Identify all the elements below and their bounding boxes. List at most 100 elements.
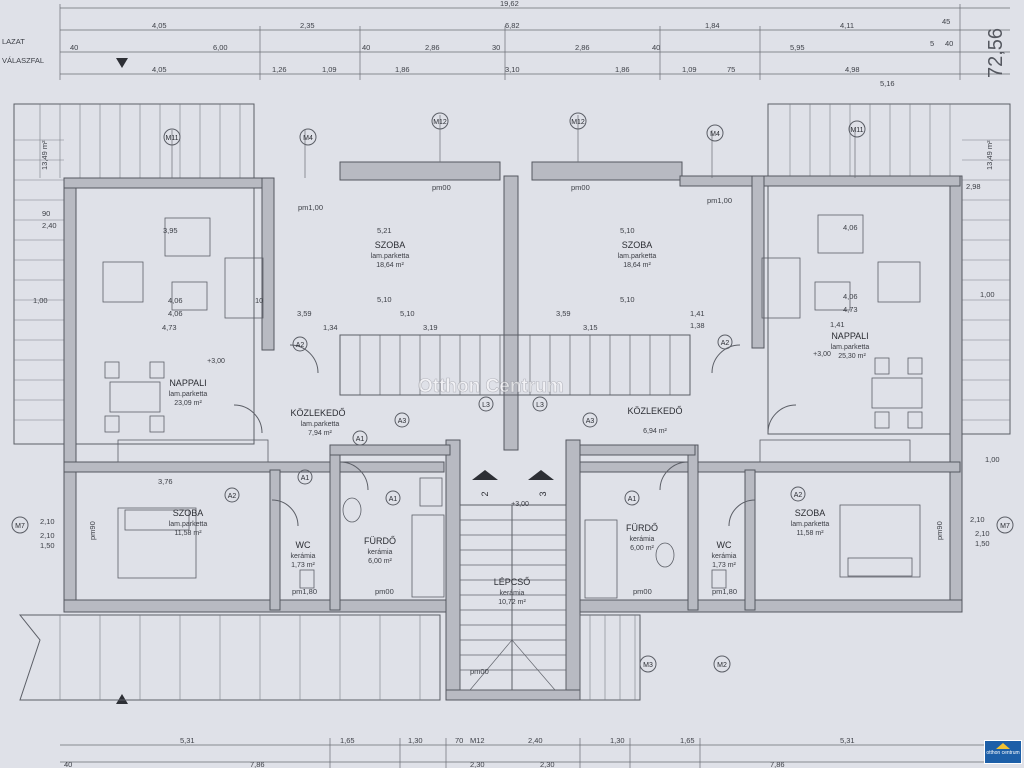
dim-text: 2,40 xyxy=(528,736,543,745)
dim-text: 4,06 xyxy=(843,223,858,232)
stair-mark: 2 xyxy=(480,491,490,496)
window-tag: M4 xyxy=(303,135,313,142)
parapet-label: pm1,00 xyxy=(707,196,732,205)
room-wc-left: WC kerámia 1,73 m² xyxy=(291,540,316,569)
dim-text: 1,00 xyxy=(980,290,995,299)
dim-right-top: 5,16 xyxy=(880,79,895,88)
room-area: 1,73 m² xyxy=(712,562,736,569)
door-tag: L3 xyxy=(482,402,490,409)
room-szoba-left: SZOBA lam.parketta 18,64 m² xyxy=(371,240,410,269)
room-floor: lam.parketta xyxy=(618,253,657,260)
dim-text: 5,10 xyxy=(400,309,415,318)
room-name: FÜRDŐ xyxy=(364,536,396,546)
furniture-right xyxy=(759,214,923,578)
parapet-label: pm90 xyxy=(88,521,97,540)
room-nappali-right: NAPPALI lam.parketta 25,30 m² xyxy=(831,331,870,360)
room-name: FÜRDŐ xyxy=(626,523,658,533)
dim-text: 1,00 xyxy=(33,296,48,305)
label-lazat: LAZAT xyxy=(2,37,25,46)
stair-arrow xyxy=(528,470,554,480)
dim-text: 2,98 xyxy=(966,182,981,191)
room-floor: kerámia xyxy=(712,553,737,560)
door-tag: A2 xyxy=(721,340,730,347)
dim-text: 1,30 xyxy=(408,736,423,745)
parapet-label: pm1,80 xyxy=(292,587,317,596)
room-name: SZOBA xyxy=(795,508,826,518)
dim-text: 3,95 xyxy=(163,226,178,235)
dim-text: 1,09 xyxy=(682,65,697,74)
door-tag: A1 xyxy=(301,475,310,482)
dim-text: 5,21 xyxy=(377,226,392,235)
dim-text: 2,10 xyxy=(40,531,55,540)
dim-text: 4,06 xyxy=(168,309,183,318)
dim-text: 1,41 xyxy=(830,320,845,329)
dim-text: 2,40 xyxy=(42,221,57,230)
label-valaszfal: VÁLASZFAL xyxy=(2,56,44,65)
parapet-label: pm90 xyxy=(935,521,944,540)
dim-text: 4,05 xyxy=(152,21,167,30)
dim-text: 4,05 xyxy=(152,65,167,74)
dim-text: 2,10 xyxy=(975,529,990,538)
watermark-text: Otthon Centrum xyxy=(418,376,564,397)
dim-text: 40 xyxy=(945,39,953,48)
door-tag: A1 xyxy=(389,496,398,503)
inner-dimensions: 3,95 4,06 4,06 4,73 5,21 5,10 5,10 5,10 … xyxy=(33,140,1000,550)
dim-text: 4,73 xyxy=(843,305,858,314)
room-name: NAPPALI xyxy=(831,331,868,341)
room-floor: kerámia xyxy=(500,590,525,597)
section-marker-a-bottom xyxy=(116,694,128,704)
dim-text: 1,09 xyxy=(322,65,337,74)
parapet-label: pm00 xyxy=(571,183,590,192)
room-name: SZOBA xyxy=(173,508,204,518)
door-tag: A1 xyxy=(628,496,637,503)
door-tag: A3 xyxy=(398,418,407,425)
dim-text: 1,86 xyxy=(615,65,630,74)
room-name: KÖZLEKEDŐ xyxy=(627,406,682,416)
room-area: 23,09 m² xyxy=(174,400,202,407)
dim-text: 13,49 m² xyxy=(985,140,994,170)
room-name: WC xyxy=(296,540,311,550)
dim-overall-top: 19,62 xyxy=(500,0,519,8)
room-name: LÉPCSŐ xyxy=(494,577,531,587)
dim-text: 2,30 xyxy=(540,760,555,768)
room-floor: kerámia xyxy=(630,536,655,543)
door-tag: A3 xyxy=(586,418,595,425)
total-area-value: 72,56 xyxy=(985,28,1007,78)
dim-text: 4,11 xyxy=(840,21,854,30)
room-area: 18,64 m² xyxy=(376,262,404,269)
room-furdo-left: FÜRDŐ kerámia 6,00 m² xyxy=(364,536,396,565)
dim-text: 1,26 xyxy=(272,65,287,74)
dim-text: 1,00 xyxy=(985,455,1000,464)
dim-text: 5,10 xyxy=(620,226,635,235)
dim-text: 30 xyxy=(492,43,500,52)
dim-text: 40 xyxy=(362,43,370,52)
room-area: 11,58 m² xyxy=(174,530,202,537)
dim-text: 3,19 xyxy=(423,323,438,332)
dim-text: 40 xyxy=(64,760,72,768)
dim-text: 3,76 xyxy=(158,477,173,486)
top-dimension-lines xyxy=(59,4,1010,80)
room-floor: kerámia xyxy=(368,549,393,556)
room-floor: lam.parketta xyxy=(169,521,208,528)
parapet-label: pm1,00 xyxy=(298,203,323,212)
room-floor: lam.parketta xyxy=(301,421,340,428)
room-szoba-small-left: SZOBA lam.parketta 11,58 m² xyxy=(169,508,208,537)
parapet-labels: pm1,00 pm1,00 pm00 pm00 pm1,80 pm1,80 pm… xyxy=(88,183,944,676)
parapet-label: pm1,80 xyxy=(712,587,737,596)
dim-text: 5,95 xyxy=(790,43,805,52)
dim-text: 4,98 xyxy=(845,65,860,74)
dim-text: 40 xyxy=(70,43,78,52)
room-floor: lam.parketta xyxy=(791,521,830,528)
room-floor: kerámia xyxy=(291,553,316,560)
room-nappali-left: NAPPALI lam.parketta 23,09 m² xyxy=(169,378,208,407)
window-tag: M11 xyxy=(165,135,178,142)
level-mark: +3,00 xyxy=(511,501,529,508)
dim-text: 5 xyxy=(930,39,934,48)
stairs-upper xyxy=(339,334,691,396)
level-mark: +3,00 xyxy=(207,358,225,365)
door-tags: A2 A2 A3 A1 A1 A1 A1 A2 A2 A3 L3 L3 xyxy=(224,334,806,506)
room-labels: SZOBA lam.parketta 18,64 m² SZOBA lam.pa… xyxy=(169,240,870,606)
dim-text: 5,10 xyxy=(377,295,392,304)
window-tag: M4 xyxy=(710,131,720,138)
